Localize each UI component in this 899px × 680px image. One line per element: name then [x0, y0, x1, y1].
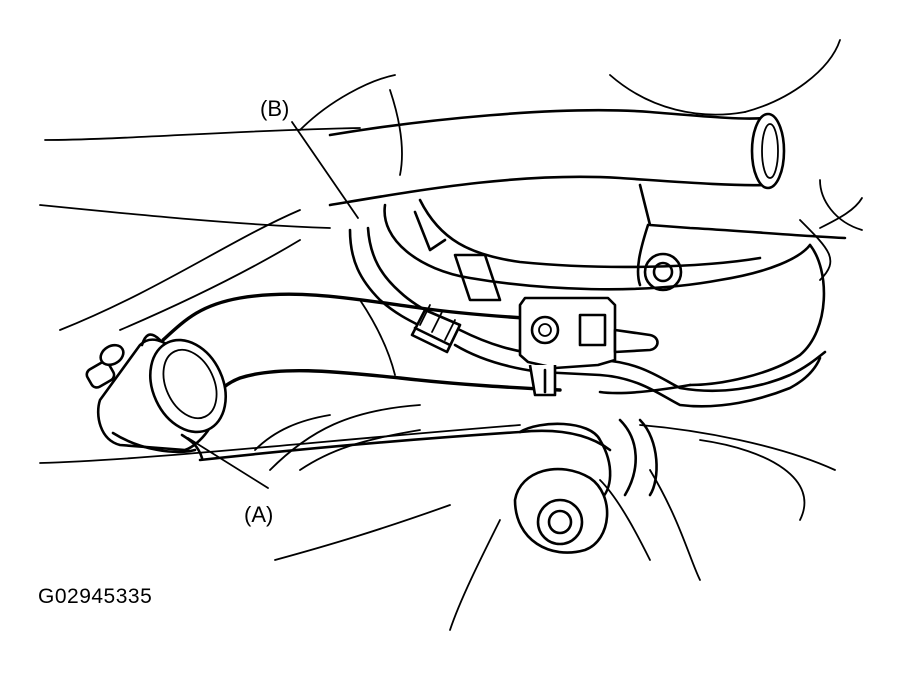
callout-a: (A)	[244, 502, 273, 527]
hose-a	[85, 292, 562, 460]
hose-clamp	[518, 296, 659, 397]
lower-arm	[198, 418, 658, 554]
upper-pipe	[328, 108, 786, 207]
leader-line-a	[187, 437, 269, 489]
leader-line-b	[291, 121, 359, 219]
leader-lines	[187, 121, 359, 489]
mounting-bracket	[413, 183, 847, 302]
callout-b: (B)	[260, 96, 289, 121]
figure-code: G02945335	[38, 585, 153, 608]
background-structure	[39, 39, 863, 631]
